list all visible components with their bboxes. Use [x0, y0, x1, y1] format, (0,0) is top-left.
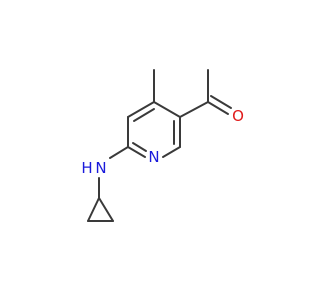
bond-cyclopropyl-right — [98, 197, 114, 222]
molecule-structure: N N H O — [81, 69, 244, 222]
bond-c5-c4-inner — [133, 108, 155, 122]
bond-c5-c4 — [127, 101, 155, 118]
bond-cyclopropyl-left — [87, 197, 100, 222]
bond-c2-n1 — [162, 146, 181, 158]
aldehyde-oxygen-label: O — [232, 107, 244, 125]
structure-canvas: N N H O — [81, 69, 244, 222]
ring-nitrogen-label: N — [148, 148, 159, 166]
bond-c6-nh — [109, 146, 129, 159]
amine-nitrogen-label: N — [95, 159, 106, 177]
amine-hydrogen-label: H — [81, 159, 92, 177]
bond-c-o — [207, 101, 229, 115]
bond-n1-c6 — [127, 146, 146, 158]
bond-n1-c6-inner — [132, 142, 147, 152]
bond-c3-cho — [179, 101, 209, 118]
bond-c-o-inner — [210, 95, 232, 109]
bond-c4-c3 — [153, 101, 181, 118]
